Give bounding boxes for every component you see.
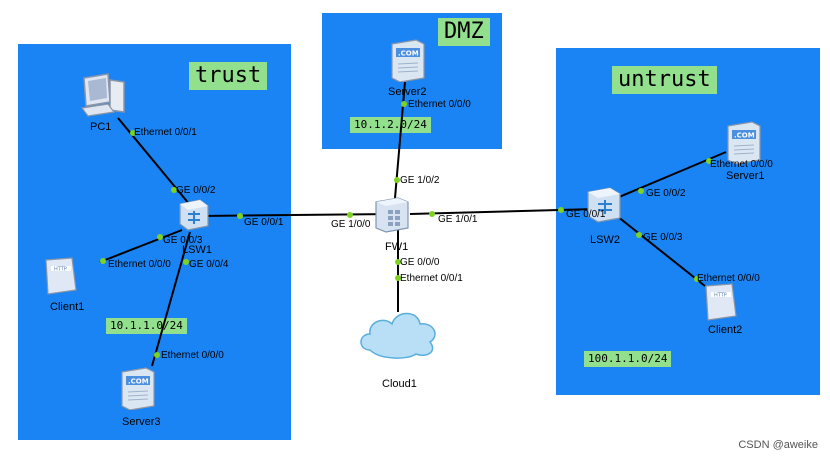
server1-label: Server1 — [726, 170, 765, 182]
pc1-label: PC1 — [90, 121, 112, 133]
port-dot — [706, 158, 712, 164]
fw-ge100-label: GE 1/0/0 — [331, 219, 371, 230]
port-dot — [154, 352, 160, 358]
port-dot — [171, 187, 177, 193]
link-pc1-lsw1 — [117, 117, 191, 206]
lsw1-ge004-label: GE 0/0/4 — [189, 259, 229, 270]
port-dot — [100, 258, 106, 264]
untrust-zone-label: untrust — [612, 66, 717, 94]
cloud-icon[interactable] — [356, 304, 442, 360]
port-dot — [394, 177, 400, 183]
link-lsw2-client2 — [611, 211, 706, 287]
port-dot — [694, 276, 700, 282]
lsw2-ge001-label: GE 0/0/1 — [566, 209, 606, 220]
cloud-port-label: Ethernet 0/0/1 — [400, 273, 463, 284]
server2-badge: .COM — [398, 50, 419, 58]
dmz-zone-label: DMZ — [438, 18, 490, 46]
fw1-label: FW1 — [385, 241, 409, 253]
lsw2-ge002-label: GE 0/0/2 — [646, 188, 686, 199]
link-client1-lsw1 — [99, 229, 183, 263]
client1-label: Client1 — [50, 301, 85, 313]
port-dot — [401, 101, 407, 107]
server-icon[interactable]: .COM — [390, 38, 426, 83]
client1-port-label: Ethernet 0/0/0 — [108, 259, 171, 270]
switch-icon[interactable] — [586, 186, 622, 224]
dmz-subnet: 10.1.2.0/24 — [350, 117, 431, 133]
port-dot — [429, 211, 435, 217]
port-dot — [636, 232, 642, 238]
client-icon[interactable]: HTTP — [704, 282, 738, 322]
server3-label: Server3 — [122, 416, 161, 428]
firewall-icon[interactable] — [374, 196, 410, 234]
switch-icon[interactable] — [176, 198, 210, 232]
port-dot — [395, 275, 401, 281]
fw-ge102-label: GE 1/0/2 — [400, 175, 440, 186]
port-dot — [558, 207, 564, 213]
cloud1-label: Cloud1 — [382, 378, 417, 390]
link-lsw1-fw1 — [199, 213, 389, 217]
client2-badge: HTTP — [714, 293, 727, 299]
lsw1-label: LSW1 — [182, 244, 212, 256]
port-dot — [157, 234, 163, 240]
fw-ge101-label: GE 1/0/1 — [438, 214, 478, 225]
server2-port-label: Ethernet 0/0/0 — [408, 99, 471, 110]
pc-icon[interactable] — [78, 72, 128, 118]
server1-badge: .COM — [734, 132, 755, 140]
lsw1-ge003-label: GE 0/0/3 — [163, 235, 203, 246]
server1-port-label: Ethernet 0/0/0 — [710, 159, 773, 170]
server2-label: Server2 — [388, 86, 427, 98]
link-fw1-lsw2 — [409, 208, 597, 215]
port-dot — [183, 259, 189, 265]
fw-ge000-label: GE 0/0/0 — [400, 257, 440, 268]
client-icon[interactable]: HTTP — [44, 256, 78, 296]
port-dot — [130, 130, 136, 136]
server-icon[interactable]: .COM — [726, 120, 762, 165]
lsw1-ge002-label: GE 0/0/2 — [176, 185, 216, 196]
client2-label: Client2 — [708, 324, 743, 336]
pc1-port-label: Ethernet 0/0/1 — [134, 127, 197, 138]
port-dot — [395, 259, 401, 265]
client2-port-label: Ethernet 0/0/0 — [697, 273, 760, 284]
server3-badge: .COM — [128, 378, 149, 386]
trust-zone-label: trust — [189, 62, 268, 90]
link-server3-lsw1 — [151, 231, 191, 367]
server-icon[interactable]: .COM — [120, 366, 156, 411]
lsw1-ge001-label: GE 0/0/1 — [244, 217, 284, 228]
port-dot — [347, 212, 353, 218]
port-dot — [237, 213, 243, 219]
lsw2-ge003-label: GE 0/0/3 — [643, 232, 683, 243]
lsw2-label: LSW2 — [590, 234, 620, 246]
server3-port-label: Ethernet 0/0/0 — [161, 350, 224, 361]
untrust-subnet: 100.1.1.0/24 — [584, 351, 672, 367]
client1-badge: HTTP — [54, 267, 67, 273]
port-dot — [638, 188, 644, 194]
watermark: CSDN @aweike — [738, 439, 818, 451]
